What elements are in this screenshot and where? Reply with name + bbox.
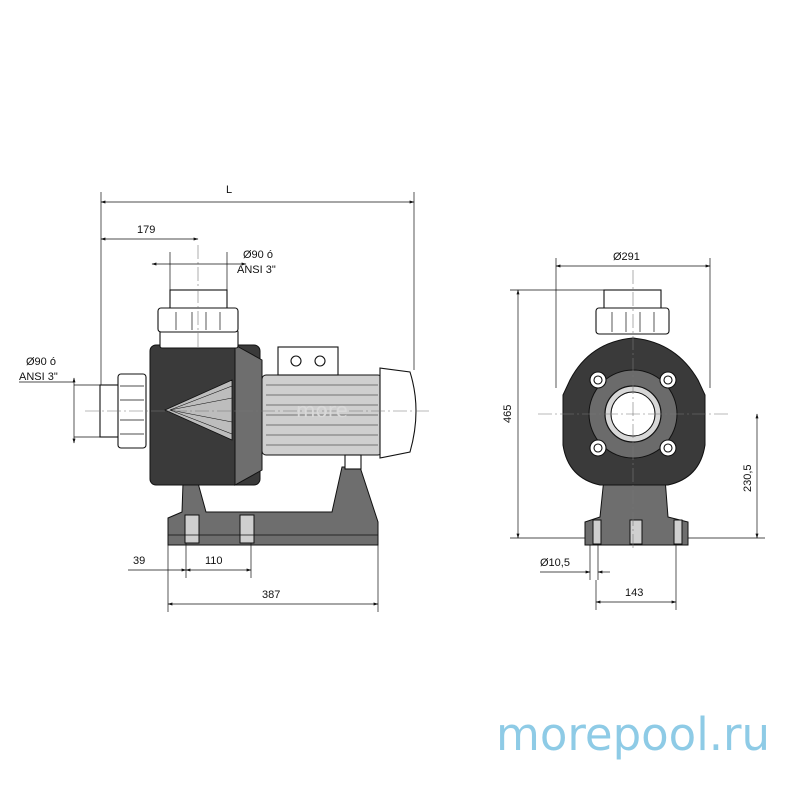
- outlet-diameter-label: Ø90 ó: [243, 249, 273, 261]
- dimension-387: 387: [167, 545, 379, 612]
- front-view: Ø291 465 230,5 Ø10,5 143: [502, 251, 765, 610]
- dim-110-label: 110: [205, 555, 223, 567]
- dimension-291: Ø291: [555, 251, 711, 388]
- inlet-thread-label: ANSI 3": [19, 371, 58, 383]
- front-housing: [562, 337, 706, 486]
- dim-387-label: 387: [262, 589, 280, 601]
- dim-l-label: L: [226, 184, 232, 196]
- dim-143-label: 143: [625, 587, 643, 599]
- side-view: L 179 Ø90 ó ANSI 3" Ø90 ó ANSI 3": [19, 184, 430, 612]
- dimension-outlet-diameter: Ø90 ó ANSI 3": [151, 249, 276, 290]
- brand-watermark: morepool.ru: [496, 708, 770, 761]
- pump-base: [167, 466, 379, 546]
- motor: [261, 346, 417, 470]
- faint-watermark: more: [296, 398, 348, 422]
- dim-179-label: 179: [137, 224, 155, 236]
- front-outlet-union: [595, 289, 670, 335]
- dimension-230-5: 230,5: [688, 413, 765, 539]
- outlet-thread-label: ANSI 3": [237, 264, 276, 276]
- dimension-hole: Ø10,5: [540, 545, 610, 580]
- dimension-143: 143: [595, 545, 677, 610]
- dimension-l: L: [100, 184, 415, 385]
- dim-hole-label: Ø10,5: [540, 557, 570, 569]
- dim-291-label: Ø291: [613, 251, 640, 263]
- dim-230-5-label: 230,5: [742, 464, 754, 492]
- front-base: [584, 477, 689, 546]
- inlet-diameter-label: Ø90 ó: [26, 356, 56, 368]
- pump-housing: [149, 329, 263, 486]
- dimension-inlet-diameter: Ø90 ó ANSI 3": [19, 356, 118, 444]
- dimension-179: 179: [100, 224, 199, 241]
- dim-465-label: 465: [502, 405, 514, 423]
- dimension-39-110: 39 110: [128, 543, 252, 612]
- dim-39-label: 39: [133, 555, 145, 567]
- dimension-465: 465: [502, 289, 604, 539]
